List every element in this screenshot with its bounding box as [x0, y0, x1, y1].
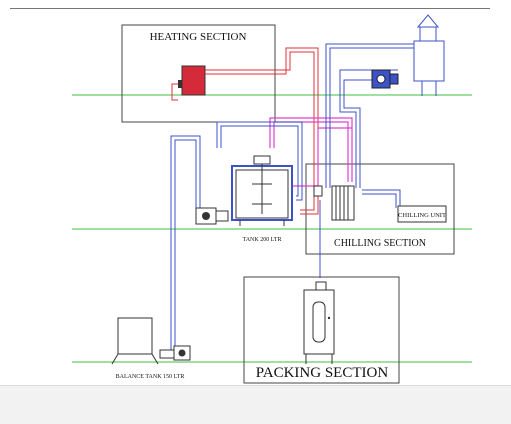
top-divider	[10, 8, 490, 9]
balance-pump-icon	[159, 345, 191, 361]
heater-connector	[178, 80, 182, 88]
balance-tank-label: BALANCE TANK 150 LTR	[116, 374, 185, 380]
tank-label: TANK 200 LTR	[243, 237, 282, 243]
floor-levels	[72, 94, 472, 363]
chilling-unit-label: CHILLING UNIT	[398, 212, 446, 219]
cooling-tower	[413, 14, 445, 96]
hot-water-lines	[171, 47, 319, 215]
tank-pump-icon	[195, 207, 229, 225]
process-diagram: HEATING SECTION CHILLING SECTION PACKING…	[72, 14, 472, 384]
magenta-lines	[269, 117, 353, 187]
heating-section-label: HEATING SECTION	[150, 31, 247, 43]
heater-unit	[181, 65, 206, 96]
footer-bar	[0, 385, 511, 424]
jacketed-tank	[231, 155, 293, 226]
chilling-unit-box	[397, 205, 447, 223]
packing-section-label: PACKING SECTION	[256, 365, 389, 381]
chilling-section-label: CHILLING SECTION	[334, 238, 426, 249]
cold-water-lines	[170, 43, 414, 352]
balance-tank	[111, 317, 159, 365]
packing-section-box	[243, 276, 400, 384]
chilling-section-box	[305, 163, 455, 255]
packing-machine	[303, 281, 335, 364]
plate-heat-exchanger	[313, 185, 355, 221]
chilling-pump-icon	[371, 69, 399, 89]
